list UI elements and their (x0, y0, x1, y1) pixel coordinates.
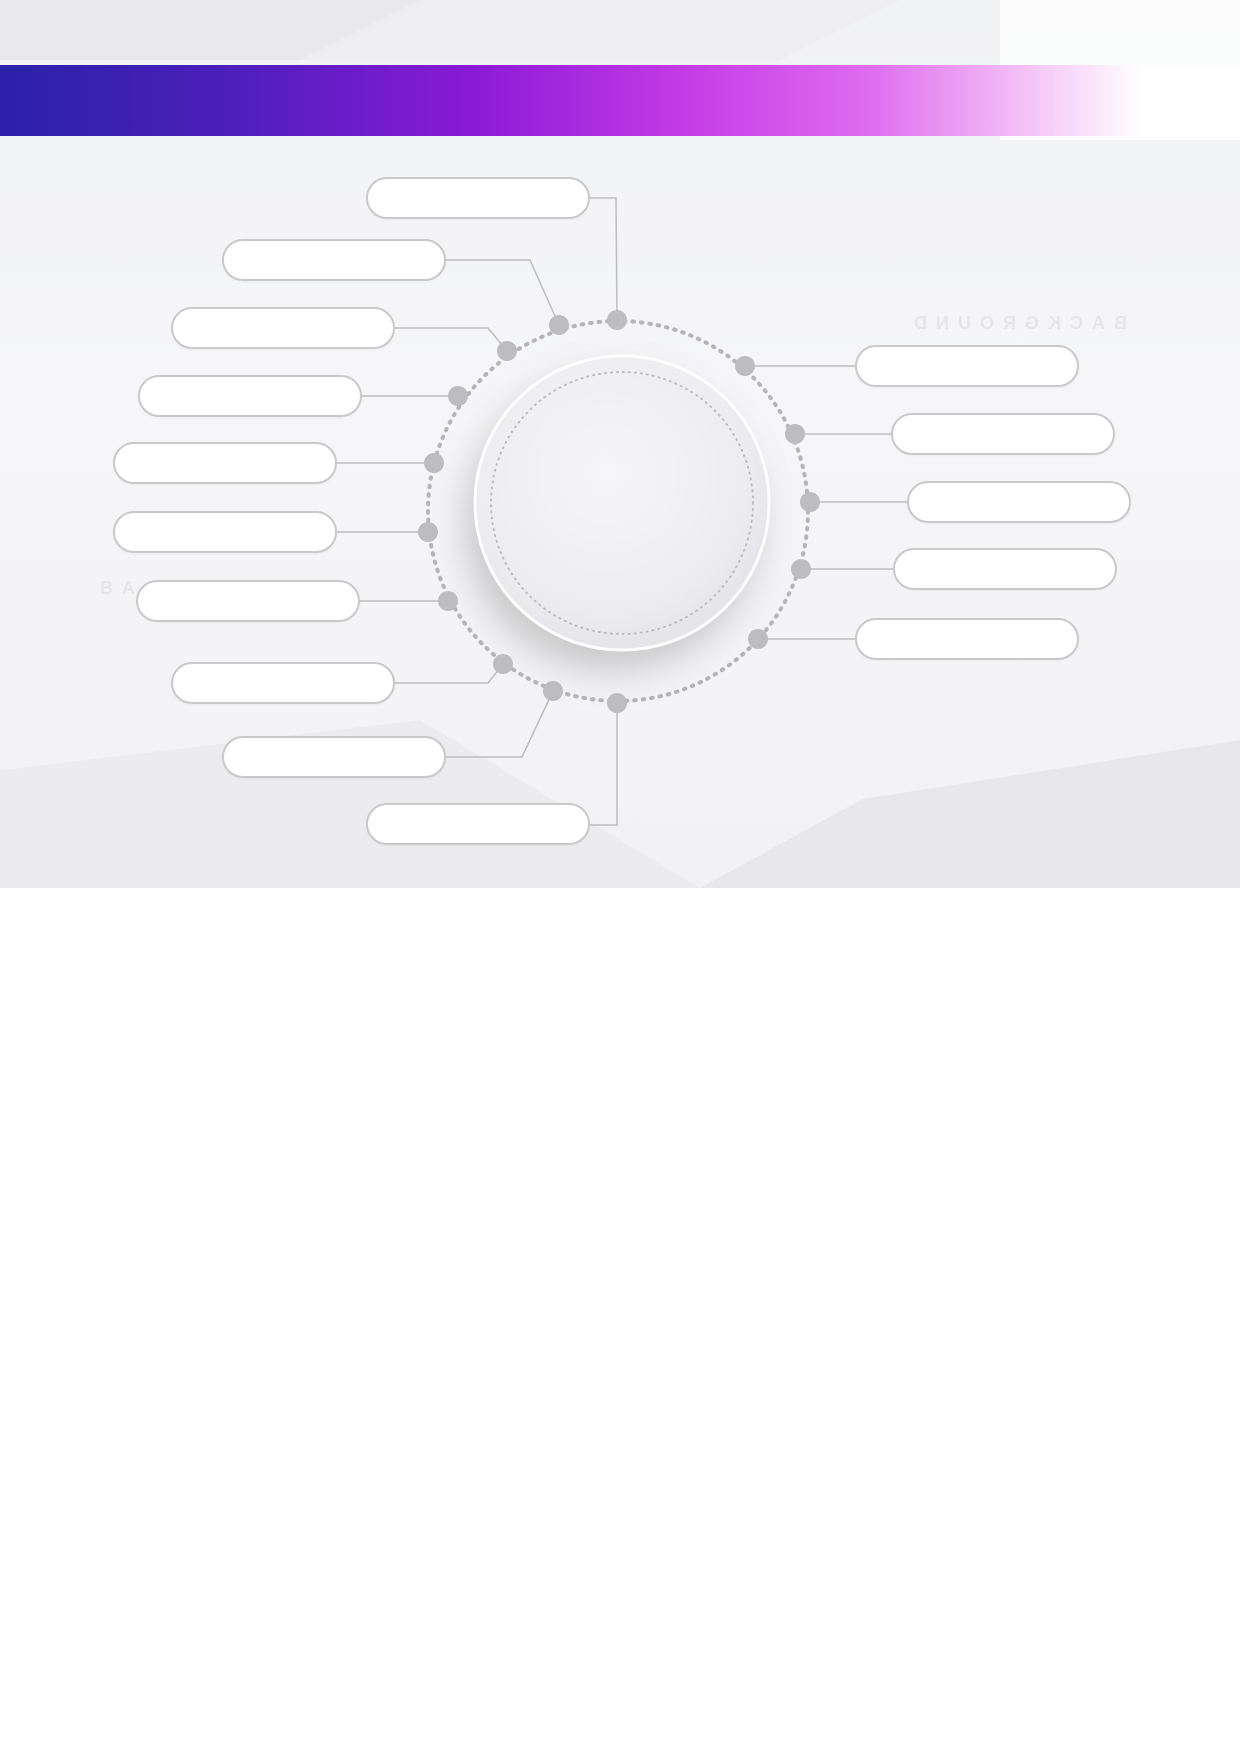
ring-dot (748, 629, 768, 649)
node-box-5 (113, 442, 337, 484)
ring-dot (607, 310, 627, 330)
ring-dot (785, 424, 805, 444)
ring-dot (424, 453, 444, 473)
hub-rim (473, 354, 771, 652)
node-box-13 (907, 481, 1131, 523)
slide-background: BACKGROUND BA (0, 0, 1240, 888)
ring-dot (791, 559, 811, 579)
background-facet (300, 0, 900, 60)
ring-dot (448, 386, 468, 406)
ring-dot (418, 522, 438, 542)
connectors (336, 197, 907, 826)
node-box-14 (893, 548, 1117, 590)
center-hub (474, 355, 770, 651)
ring-dot (607, 693, 627, 713)
connector-line (394, 663, 504, 684)
connector-line (394, 327, 508, 352)
node-box-8 (171, 662, 395, 704)
inner-dotted-ring (490, 371, 754, 635)
connector-line (445, 259, 560, 326)
ring-dot (735, 356, 755, 376)
node-box-2 (222, 239, 446, 281)
ring-dot (497, 341, 517, 361)
node-box-7 (136, 580, 360, 622)
ring-dot (549, 315, 569, 335)
radial-diagram (336, 197, 907, 826)
node-box-4 (138, 375, 362, 417)
node-box-6 (113, 511, 337, 553)
blank-page-area (0, 888, 1240, 1754)
node-box-1 (366, 177, 590, 219)
node-box-9 (222, 736, 446, 778)
ring-dot (543, 681, 563, 701)
ring-dot (438, 591, 458, 611)
connector-line (588, 703, 618, 826)
connector-line (445, 690, 554, 758)
node-box-12 (891, 413, 1115, 455)
node-box-10 (366, 803, 590, 845)
ring-dot (800, 492, 820, 512)
node-box-15 (855, 618, 1079, 660)
node-box-3 (171, 307, 395, 349)
node-box-11 (855, 345, 1079, 387)
watermark-text-left: BA (100, 578, 140, 598)
header-banner (0, 65, 1240, 136)
ring-dot (493, 654, 513, 674)
connector-line (588, 197, 618, 321)
ring-markers (418, 310, 820, 713)
